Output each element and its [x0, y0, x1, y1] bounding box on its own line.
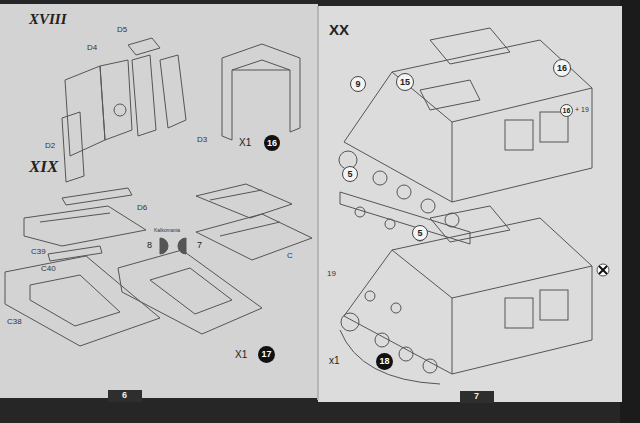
part-label: C40	[40, 265, 57, 273]
part-callout: 15	[396, 73, 414, 91]
callout-number: 9	[355, 80, 360, 89]
part-label: 7	[473, 392, 480, 401]
callout-number: 15	[400, 78, 410, 87]
part-label: D2	[44, 142, 56, 150]
part-label: D5	[116, 26, 128, 34]
part-callout: 16	[560, 104, 573, 117]
part-label: X1	[234, 350, 248, 360]
part-label: C	[286, 252, 294, 260]
part-label: 19	[326, 270, 337, 278]
part-label: C39	[30, 248, 47, 256]
callout-number: 18	[379, 357, 389, 366]
callout-number: 16	[557, 64, 567, 73]
step-heading: XIX	[28, 158, 59, 175]
part-callout: 5	[412, 225, 428, 241]
part-label: + 19	[574, 106, 590, 113]
step-heading: XVIII	[28, 12, 68, 27]
callout-number: 5	[347, 170, 352, 179]
part-label: 8	[146, 241, 153, 250]
part-label: D6	[136, 204, 148, 212]
step-number: 16	[264, 135, 280, 151]
callout-number: 5	[417, 229, 422, 238]
part-callout: 16	[553, 59, 571, 77]
part-label: X1	[238, 138, 252, 148]
part-label: C38	[6, 318, 23, 326]
part-label: Kalkomania	[153, 228, 181, 233]
callout-number: 16	[267, 139, 277, 148]
part-label: D3	[196, 136, 208, 144]
part-callout: 9	[350, 76, 366, 92]
part-label: 7	[196, 241, 203, 250]
part-callout: 5	[342, 166, 358, 182]
step-heading: XX	[328, 22, 350, 37]
callout-number: 17	[261, 350, 271, 359]
part-label: D4	[86, 44, 98, 52]
step-number: 17	[258, 346, 275, 363]
step-number: 18	[376, 353, 393, 370]
part-label: x1	[328, 356, 341, 366]
part-label: 6	[121, 391, 128, 400]
callout-number: 16	[563, 107, 571, 114]
